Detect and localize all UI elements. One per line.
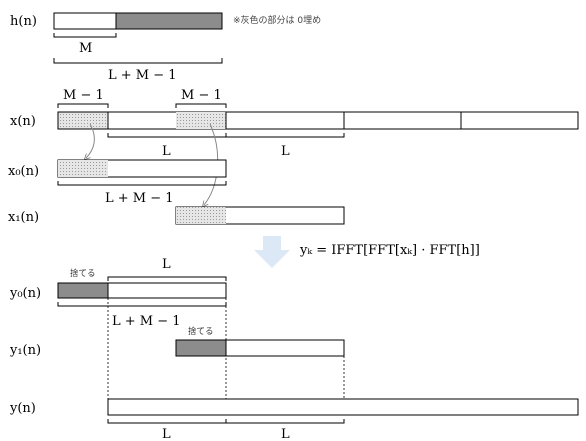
brace-label-LM1-h: L + M − 1 [108, 68, 177, 83]
x1-overlap [176, 207, 226, 224]
discard-label-y1: 捨てる [188, 326, 214, 337]
brace-label-M: M [79, 41, 92, 56]
x-block-1-overlap [176, 112, 226, 129]
brace-label-M1-right: M − 1 [181, 88, 222, 103]
formula: yₖ = IFFT[FFT[xₖ] · FFT[h]] [299, 243, 480, 258]
brace-label-L-x2: L [281, 144, 290, 159]
brace-label-LM1-x0: L + M − 1 [105, 191, 174, 206]
brace-label-L-x1: L [162, 144, 171, 159]
y0-valid [107, 282, 227, 299]
zero-fill-note: ※灰色の部分は 0埋め [233, 14, 321, 26]
label-x1: x₁(n) [8, 210, 39, 225]
down-arrow-icon [254, 236, 290, 268]
brace-LM1-x0 [57, 181, 227, 186]
brace-L-x1 [107, 133, 227, 138]
label-x: x(n) [10, 114, 36, 129]
label-x0: x₀(n) [8, 164, 39, 179]
x-zero-prefix [57, 111, 109, 130]
brace-label-M1-left: M − 1 [63, 88, 104, 103]
x0-zero-prefix [58, 160, 108, 177]
brace-label-L-y-2: L [281, 427, 290, 441]
label-y1: y₁(n) [9, 343, 41, 358]
h-signal-box [53, 12, 117, 30]
arrow-to-x0 [86, 123, 95, 158]
h-zero-pad-box [115, 12, 223, 30]
brace-label-LM1-y0: L + M − 1 [112, 314, 181, 329]
label-h: h(n) [10, 14, 37, 29]
brace-label-L-y0: L [162, 257, 171, 272]
brace-M1-left [57, 103, 109, 108]
brace-L-x2 [225, 133, 345, 138]
y-output [107, 398, 579, 416]
x-block-4 [460, 111, 579, 130]
brace-L-y-2 [225, 419, 345, 424]
x-block-3 [343, 111, 462, 130]
brace-L-y0 [107, 276, 227, 281]
y1-valid [225, 339, 345, 357]
brace-LM1-h [53, 58, 223, 64]
y1-discard [175, 339, 227, 357]
label-y0: y₀(n) [9, 286, 41, 301]
brace-M1-right [175, 103, 227, 108]
y0-discard [57, 282, 109, 299]
brace-LM1-y0 [57, 302, 227, 307]
brace-label-L-y-1: L [162, 427, 171, 441]
discard-label-y0: 捨てる [70, 268, 96, 279]
x-block-2 [225, 111, 345, 130]
brace-L-y-1 [107, 419, 227, 424]
label-y: y(n) [9, 401, 36, 416]
brace-M-h [53, 33, 117, 38]
